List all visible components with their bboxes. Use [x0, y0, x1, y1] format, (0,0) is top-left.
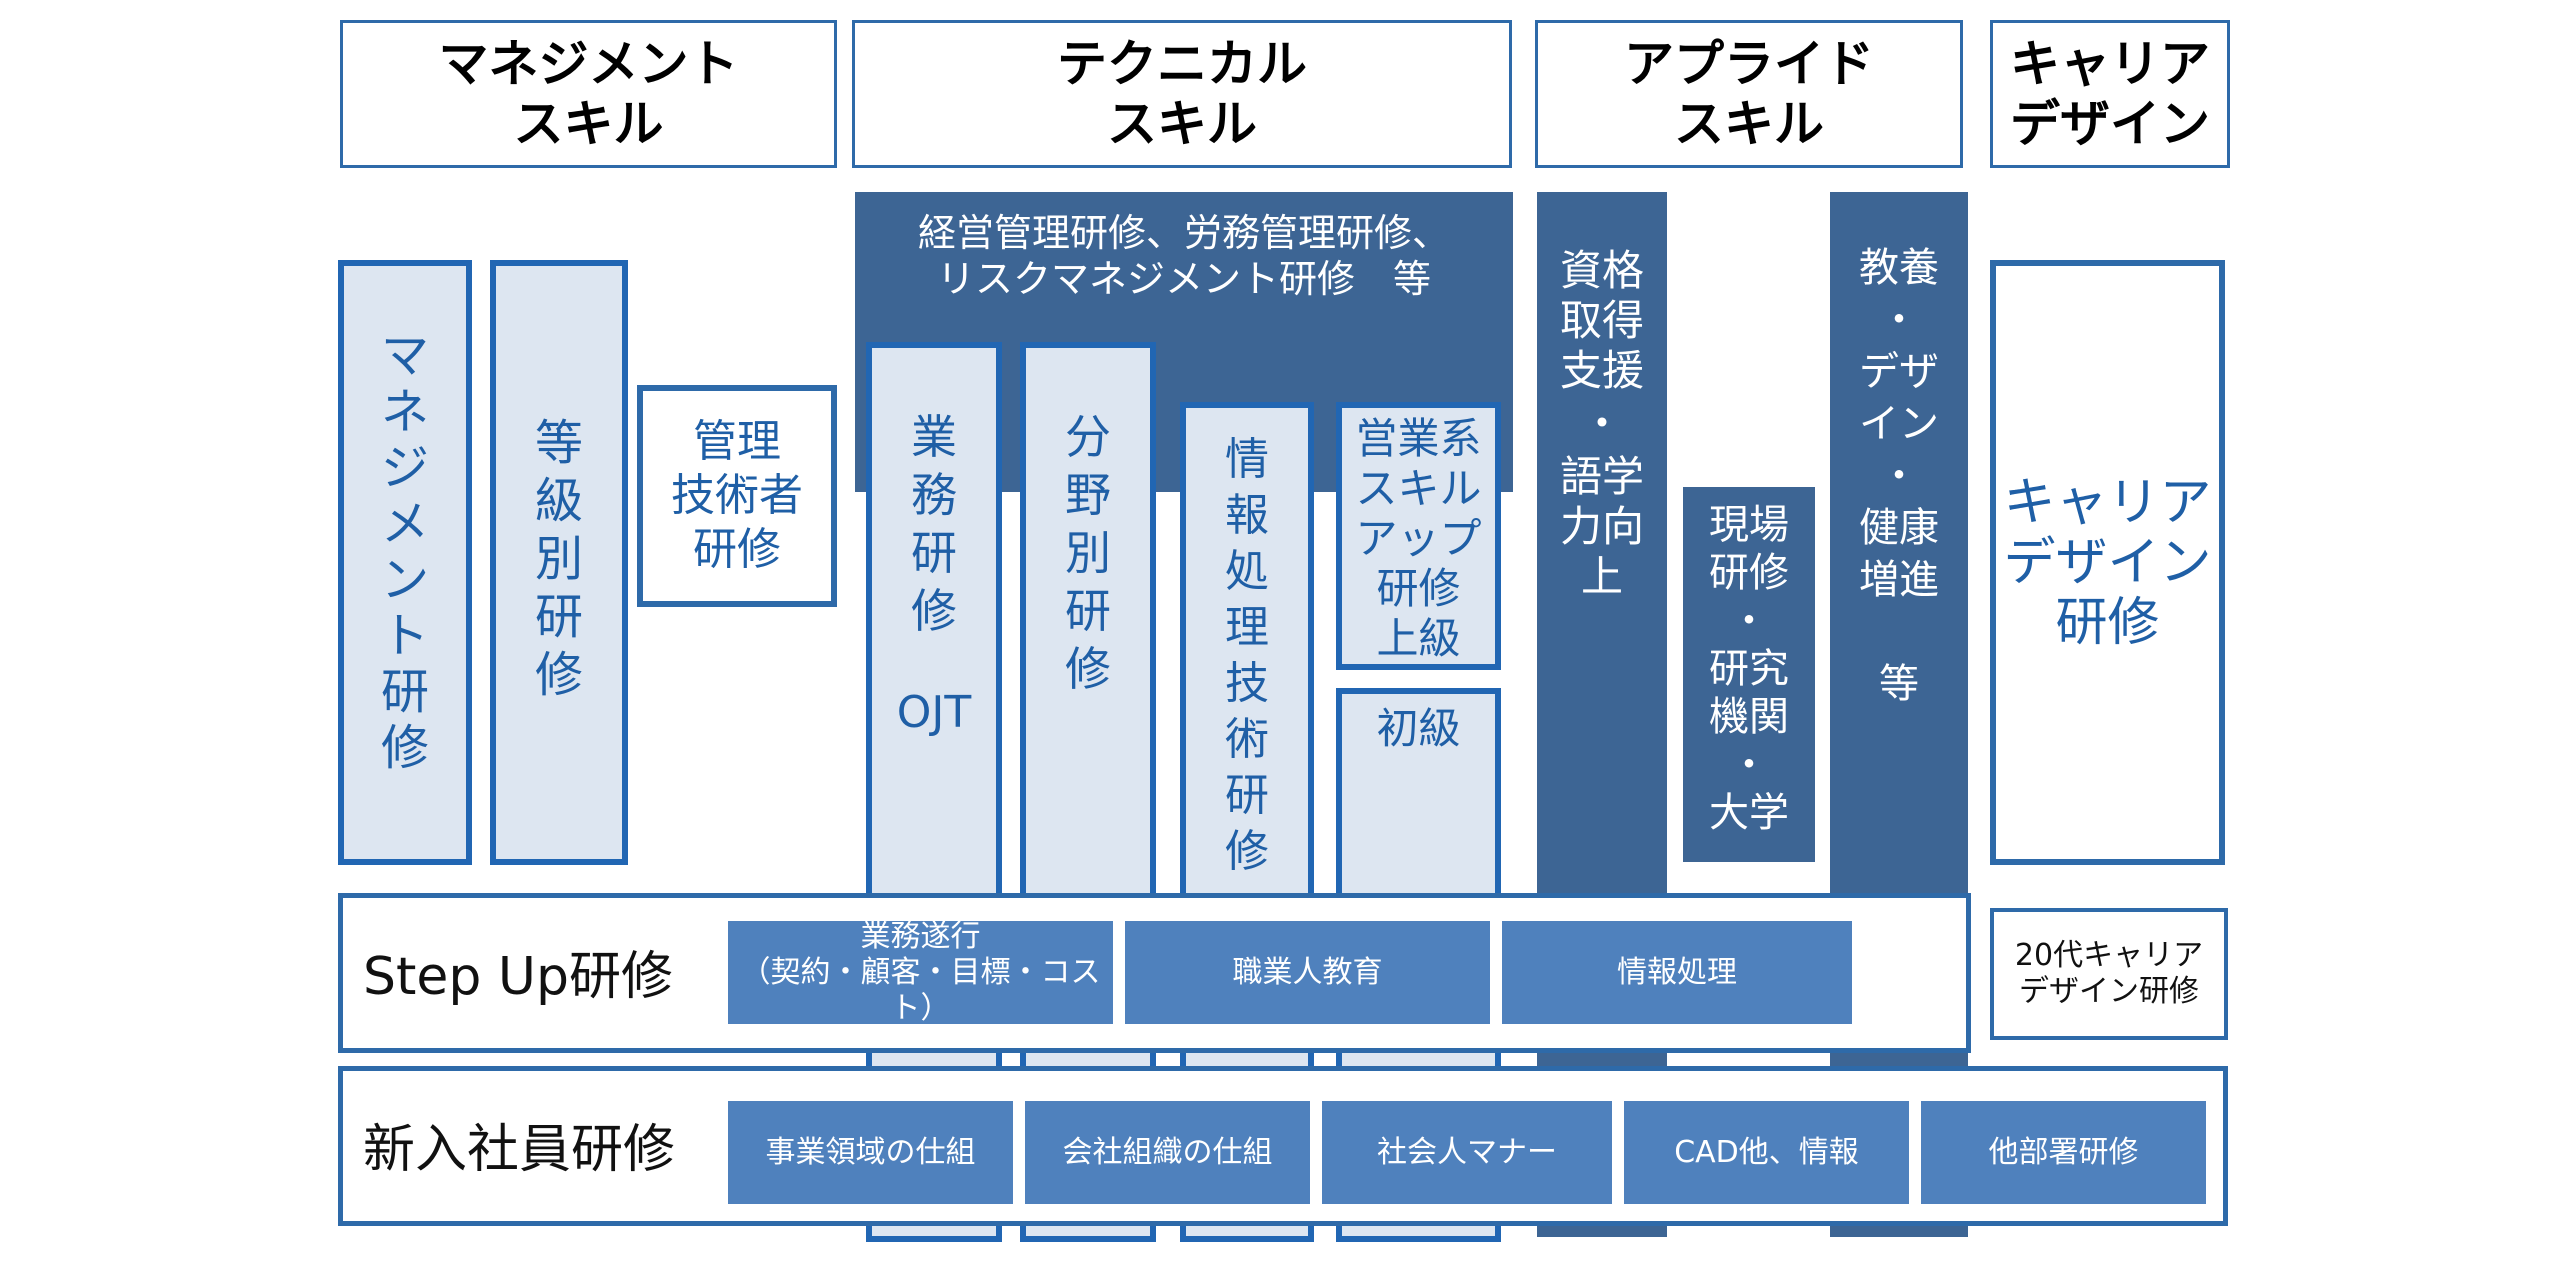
- career-design-training-box: キャリア デザイン 研修: [1990, 260, 2225, 865]
- sales-skillup-advanced-box: 営業系 スキル アップ 研修 上級: [1336, 402, 1501, 670]
- field-research-column: 現場 研修 ・ 研究 機関 ・ 大学: [1683, 487, 1815, 862]
- stepup-training-band: Step Up研修 業務遂行 （契約・顧客・目標・コスト） 職業人教育 情報処理: [338, 893, 1971, 1053]
- header-management-skill: マネジメント スキル: [340, 20, 837, 168]
- header-applied-skill: アプライド スキル: [1535, 20, 1963, 168]
- header-career-design: キャリア デザイン: [1990, 20, 2230, 168]
- twenties-career-design-box: 20代キャリア デザイン研修: [1990, 908, 2228, 1040]
- qualification-text: 資格 取得 支援: [1559, 246, 1645, 395]
- header-technical-skill: テクニカル スキル: [852, 20, 1512, 168]
- stepup-cell-info-processing: 情報処理: [1502, 921, 1852, 1024]
- newhire-cell-company-organization: 会社組織の仕組: [1025, 1101, 1310, 1204]
- newhire-training-band: 新入社員研修 事業領域の仕組 会社組織の仕組 社会人マナー CAD他、情報 他部…: [338, 1066, 2228, 1226]
- culture-health-column: 教養 ・ デザ イン ・ 健康 増進 等: [1830, 192, 1968, 1237]
- newhire-cell-business-manners: 社会人マナー: [1322, 1101, 1612, 1204]
- newhire-label: 新入社員研修: [363, 1120, 676, 1180]
- newhire-cell-business-domain: 事業領域の仕組: [728, 1101, 1013, 1204]
- stepup-cell-business-execution: 業務遂行 （契約・顧客・目標・コスト）: [728, 919, 1113, 1026]
- engineer-training-box: 管理 技術者 研修: [637, 385, 837, 607]
- management-training-box: マ ネ ジ メ ン ト 研 修: [338, 260, 472, 865]
- grade-training-box: 等 級 別 研 修: [490, 260, 628, 865]
- stepup-cell-professional-education: 職業人教育: [1125, 921, 1490, 1024]
- ojt-label: OJT: [896, 687, 972, 738]
- newhire-cell-cad-info: CAD他、情報: [1624, 1101, 1909, 1204]
- qualification-support-column: 資 資格 取得 支援 ・ 語学 力向 上: [1537, 192, 1667, 1237]
- newhire-cell-other-departments: 他部署研修: [1921, 1101, 2206, 1204]
- stepup-label: Step Up研修: [363, 947, 673, 1007]
